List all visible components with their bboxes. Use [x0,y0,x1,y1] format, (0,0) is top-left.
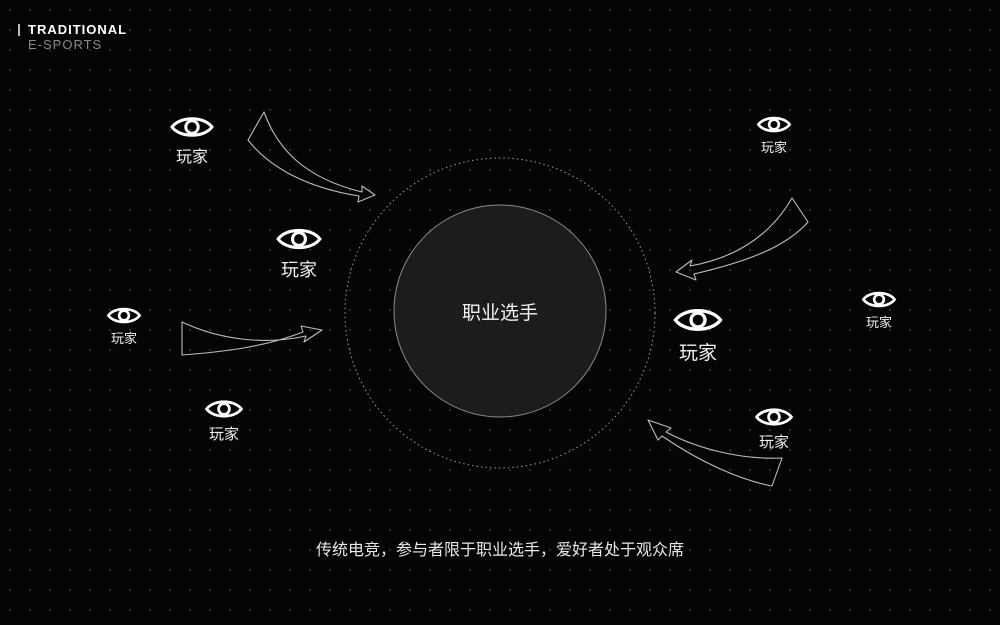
brand-subtitle: E-SPORTS [28,37,103,52]
diagram-caption: 传统电竞，参与者限于职业选手，爱好者处于观众席 [315,540,684,559]
viewer-label: 玩家 [175,147,208,166]
brand-header: TRADITIONAL E-SPORTS [18,22,127,52]
pro-player-circle [393,204,607,418]
eye-icon [106,307,142,324]
viewer-8: 玩家 [752,403,796,452]
viewer-label: 玩家 [281,260,317,281]
viewer-6: 玩家 [670,302,726,365]
eye-icon [204,400,244,418]
arrow-top-left [247,111,376,203]
viewer-label: 玩家 [208,425,239,443]
audience-boundary-ring [344,157,656,469]
viewer-label: 玩家 [758,433,789,451]
viewer-2: 玩家 [273,222,325,282]
viewer-label: 玩家 [678,342,717,364]
eye-icon [754,408,794,426]
viewer-4: 玩家 [202,395,246,444]
eye-icon [756,116,792,133]
eye-icon [276,228,322,250]
viewer-label: 玩家 [110,332,137,347]
viewer-1: 玩家 [166,111,218,167]
pro-player-label: 职业选手 [461,302,538,324]
viewer-3: 玩家 [104,303,144,347]
eye-icon [861,291,897,308]
viewer-7: 玩家 [859,287,899,331]
arrow-bottom-right [647,419,783,487]
viewer-5: 玩家 [754,112,794,156]
arrow-right [675,197,809,281]
arrow-left [181,321,323,356]
brand-title: TRADITIONAL [28,22,128,37]
eye-icon [673,309,723,331]
viewer-label: 玩家 [865,316,892,331]
viewer-label: 玩家 [760,141,787,156]
eye-icon [170,117,214,137]
brand-bar [18,24,20,36]
